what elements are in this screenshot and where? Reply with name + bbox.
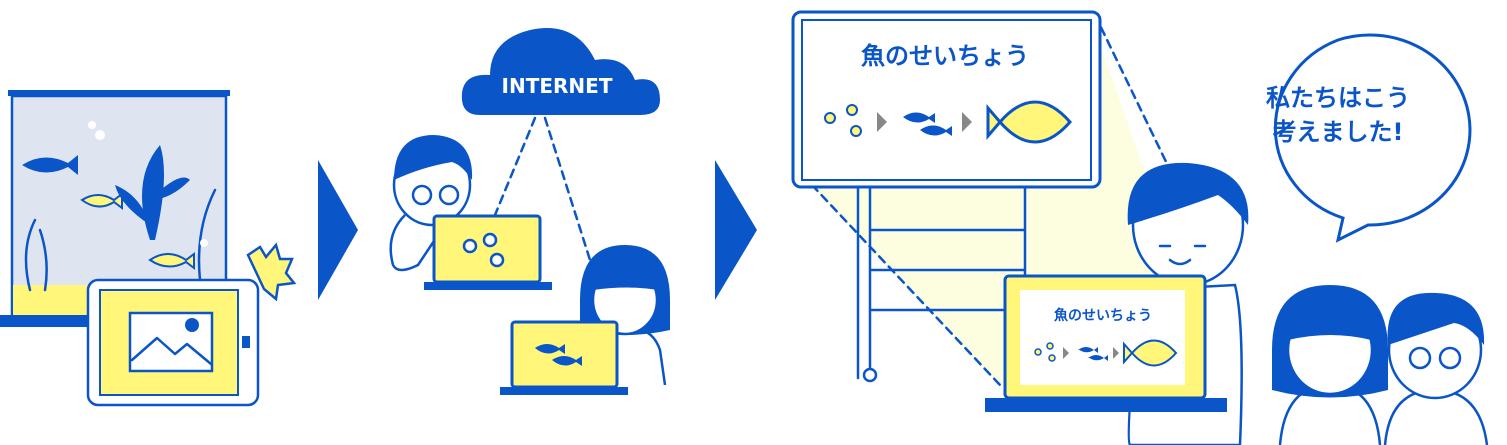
fish-icon [903,112,952,136]
fish-icon [148,252,195,270]
display-board: 魚のせいちょう [791,10,1102,189]
speech-bubble: 私たちはこう 考えました! [1266,33,1472,243]
image-icon [128,311,214,373]
internet-cloud: INTERNET [461,28,660,262]
speech-line-1: 私たちはこう [1266,84,1410,112]
internet-label: INTERNET [502,74,613,98]
arrow-right-icon [318,160,358,300]
fish-icon [535,344,582,366]
fish-icon [22,155,78,175]
tablet [86,278,260,407]
fish-icon [986,100,1072,144]
child-with-glasses [389,135,552,290]
laptop [510,320,619,389]
laptop-screen-title: 魚のせいちょう [1054,307,1152,324]
flash-icon [246,242,297,302]
board-title: 魚のせいちょう [861,42,1029,70]
child-with-glasses-2 [1383,292,1489,445]
laptop-presentation: 魚のせいちょう [985,274,1227,412]
child-girl [500,245,670,395]
child-girl-2 [1272,285,1388,445]
laptop [432,214,542,284]
speech-line-2: 考えました! [1273,118,1404,146]
arrow-right-icon [715,160,757,300]
fish-icon [80,192,123,210]
